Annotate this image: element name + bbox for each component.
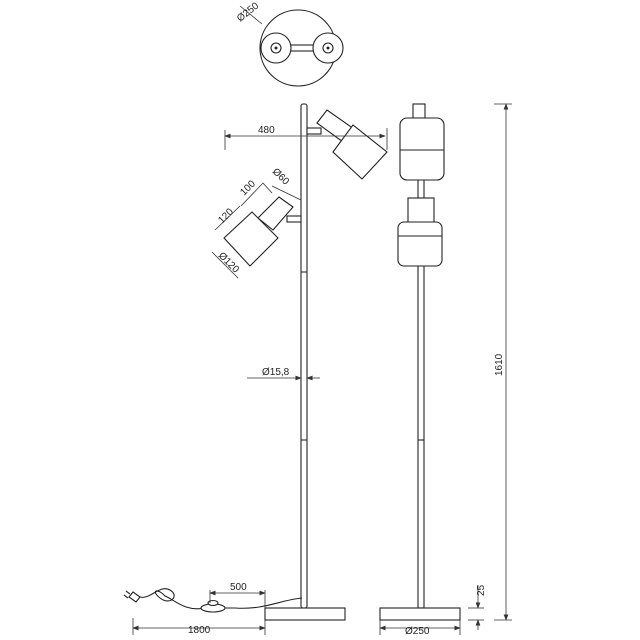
shade-diameter-label: Ø120 [216,250,241,275]
front-view: Ø250 25 1610 [379,103,512,637]
front-top-cap [412,103,426,119]
lower-arm-connector [286,215,302,223]
plug [128,591,141,603]
arm-reach-label: 480 [258,125,275,136]
switch-distance-label: 500 [230,582,247,593]
pole [300,103,308,609]
holder-length-label: 100 [238,178,258,198]
cable [222,597,303,609]
base-height-label: 25 [476,584,487,596]
base [264,607,346,621]
holder-diameter-label: Ø60 [270,166,291,187]
base-diameter-label: Ø250 [405,626,430,637]
front-lower-shade [397,221,443,267]
lower-holder [257,196,294,231]
front-base [379,607,461,621]
front-upper-shade [399,117,445,181]
total-height-label: 1610 [494,353,505,376]
top-view: Ø250 [235,0,344,87]
lower-shade [223,211,279,267]
side-view: 480 120 100 Ø60 Ø120 Ø15,8 500 1800 [123,103,388,636]
shade-length-label: 120 [216,206,236,226]
pole-diameter-label: Ø15,8 [262,367,290,378]
upper-arm-connector [306,127,322,135]
front-lower-holder [407,197,435,227]
cable-length-label: 1800 [188,625,211,636]
